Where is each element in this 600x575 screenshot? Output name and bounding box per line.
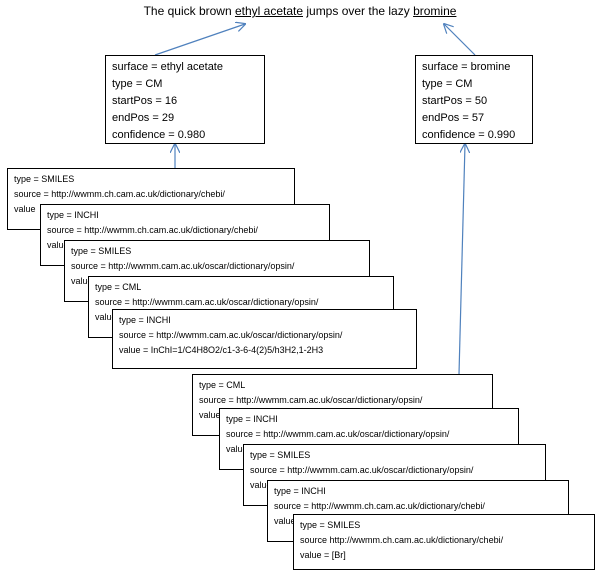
card-value: value: [47, 240, 69, 250]
arrow-entity1-to-sentence: [154, 24, 245, 56]
card-type: type = INCHI: [226, 414, 278, 424]
entity-box-bromine: surface = bromine type = CM startPos = 5…: [415, 55, 533, 144]
card-type: type = SMILES: [300, 520, 361, 530]
card-source: source = http://wwmm.ch.cam.ac.uk/dictio…: [274, 501, 485, 511]
card-value: value: [274, 516, 296, 526]
card-value: value: [226, 444, 248, 454]
entity-surface: surface = ethyl acetate: [112, 61, 223, 73]
card-type: type = INCHI: [119, 315, 171, 325]
arrow-cards-right-to-entity2: [458, 144, 465, 375]
entity-box-ethyl-acetate: surface = ethyl acetate type = CM startP…: [105, 55, 265, 144]
card-source: source = http://wwmm.cam.ac.uk/oscar/dic…: [119, 330, 343, 340]
card-value: value: [199, 410, 221, 420]
arrow-entity2-to-sentence: [444, 24, 476, 56]
sentence-entity-ethyl-acetate: ethyl acetate: [234, 4, 304, 18]
card-source: source = http://wwmm.ch.cam.ac.uk/dictio…: [14, 189, 225, 199]
card-value: value = [Br]: [300, 550, 346, 560]
card-value: value: [250, 480, 272, 490]
sentence-prefix: The quick brown: [143, 4, 235, 18]
card-value: value = InChI=1/C4H8O2/c1-3-6-4(2)5/h3H2…: [119, 345, 324, 355]
card-value: value: [71, 276, 93, 286]
card-source: source = http://wwmm.cam.ac.uk/oscar/dic…: [199, 395, 423, 405]
sentence-entity-bromine: bromine: [413, 4, 457, 18]
card-type: type = CML: [95, 282, 142, 292]
card-source: source = http://wwmm.cam.ac.uk/oscar/dic…: [226, 429, 450, 439]
card-type: type = SMILES: [71, 246, 132, 256]
card-source: source = http://wwmm.cam.ac.uk/oscar/dic…: [71, 261, 295, 271]
sentence-middle: jumps over the lazy: [303, 4, 414, 18]
entity-end-pos: endPos = 57: [422, 112, 485, 124]
entity-start-pos: startPos = 16: [112, 95, 178, 107]
card-type: type = CML: [199, 380, 246, 390]
card-type: type = INCHI: [274, 486, 326, 496]
card-source: source = http://wwmm.cam.ac.uk/oscar/dic…: [95, 297, 319, 307]
example-sentence: The quick brown ethyl acetate jumps over…: [0, 4, 600, 18]
card-source: source = http://wwmm.cam.ac.uk/oscar/dic…: [250, 465, 474, 475]
entity-surface: surface = bromine: [422, 61, 511, 73]
card-source: source http://wwmm.ch.cam.ac.uk/dictiona…: [300, 535, 504, 545]
card-value: value: [14, 204, 36, 214]
card-value: value: [95, 312, 117, 322]
card-type: type = SMILES: [14, 174, 75, 184]
entity-start-pos: startPos = 50: [422, 95, 488, 107]
entity-type: type = CM: [112, 78, 163, 90]
left-card-inchi-opsin: type = INCHI source = http://wwmm.cam.ac…: [112, 309, 417, 369]
card-source: source = http://wwmm.ch.cam.ac.uk/dictio…: [47, 225, 258, 235]
entity-end-pos: endPos = 29: [112, 112, 175, 124]
card-type: type = INCHI: [47, 210, 99, 220]
entity-confidence: confidence = 0.980: [112, 129, 206, 141]
card-type: type = SMILES: [250, 450, 311, 460]
entity-type: type = CM: [422, 78, 473, 90]
entity-confidence: confidence = 0.990: [422, 129, 516, 141]
right-card-smiles-chebi: type = SMILES source http://wwmm.ch.cam.…: [293, 514, 595, 570]
